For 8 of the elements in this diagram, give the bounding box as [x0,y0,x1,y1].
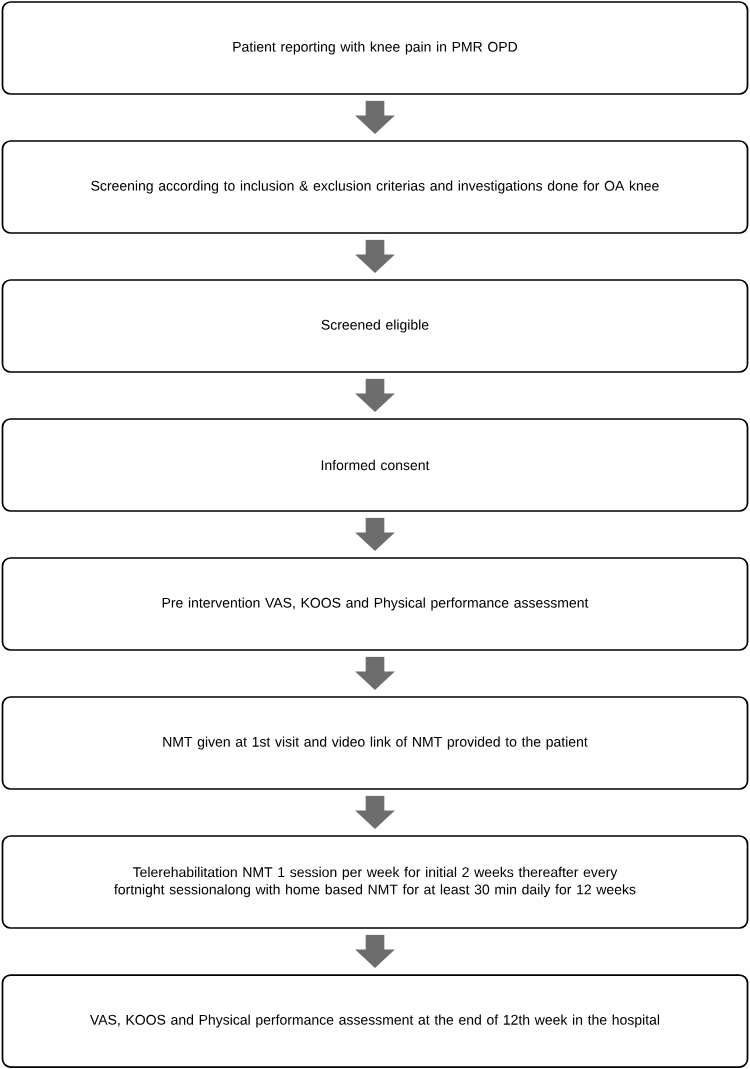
process-box: Patient reporting with knee pain in PMR OPD [1,1,749,95]
process-box: Informed consent [1,418,749,512]
process-box: Screening according to inclusion & exclusion criterias and investigations done for OA knee [1,140,749,234]
process-box: NMT given at 1st visit and video link of NMT provided to the patient [1,696,749,790]
process-box: Telerehabilitation NMT 1 session per week for initial 2 weeks thereafter every fortnight sessionalong with home based NMT for at least 30 min daily for 12 weeks [1,835,749,929]
process-box: VAS, KOOS and Physical performance assessment at the end of 12th week in the hospital [1,974,749,1068]
process-box: Screened eligible [1,279,749,373]
process-box: Pre intervention VAS, KOOS and Physical performance assessment [1,557,749,651]
